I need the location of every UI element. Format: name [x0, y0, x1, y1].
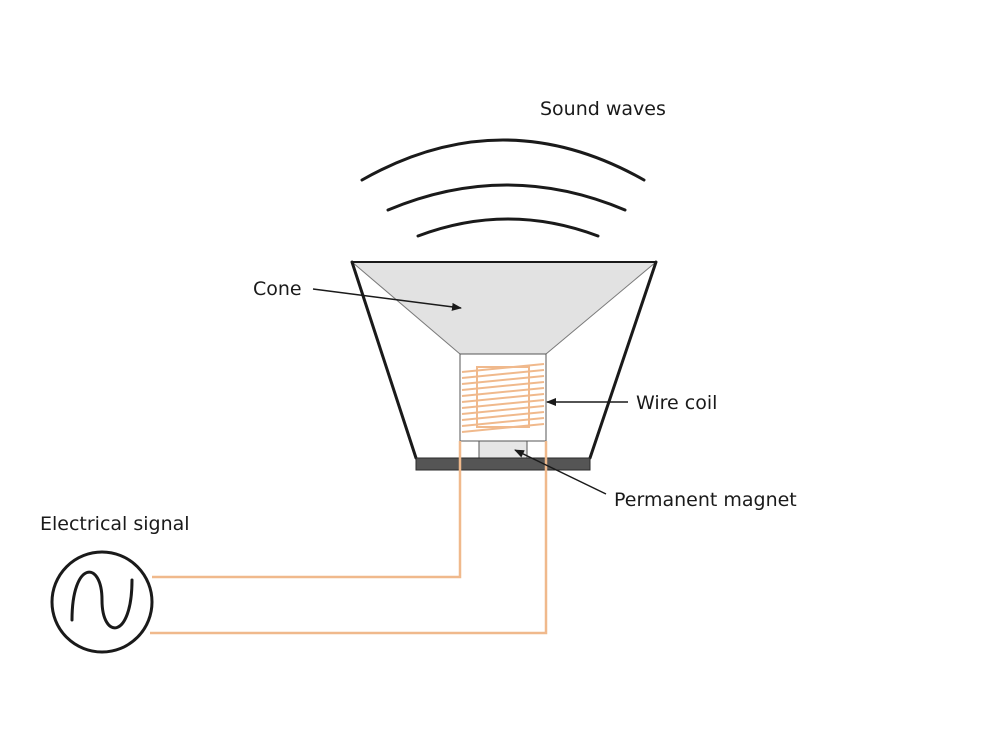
- sine-wave-icon: [70, 570, 134, 630]
- permanent-magnet-arrow: [514, 449, 607, 495]
- ac-source: [50, 550, 154, 654]
- sound-wave-inner: [416, 217, 600, 238]
- wire-coil: [461, 363, 545, 433]
- sound-wave-middle: [386, 183, 627, 212]
- permanent-magnet-label: Permanent magnet: [614, 489, 797, 511]
- wire-coil-label: Wire coil: [636, 392, 718, 414]
- sound-waves: [360, 138, 646, 238]
- electrical-signal-label: Electrical signal: [40, 513, 190, 535]
- base-plate: [415, 457, 591, 471]
- leader-arrows: [312, 288, 628, 495]
- lead-wire-top: [152, 441, 462, 579]
- lead-wire-bottom: [150, 441, 548, 635]
- sound-waves-label: Sound waves: [540, 98, 666, 120]
- permanent-magnet: [478, 440, 528, 459]
- cone-arrow: [312, 288, 462, 311]
- cone: [350, 261, 658, 355]
- cone-label: Cone: [253, 278, 302, 300]
- lead-wires: [150, 441, 548, 635]
- sound-wave-outer: [360, 138, 646, 182]
